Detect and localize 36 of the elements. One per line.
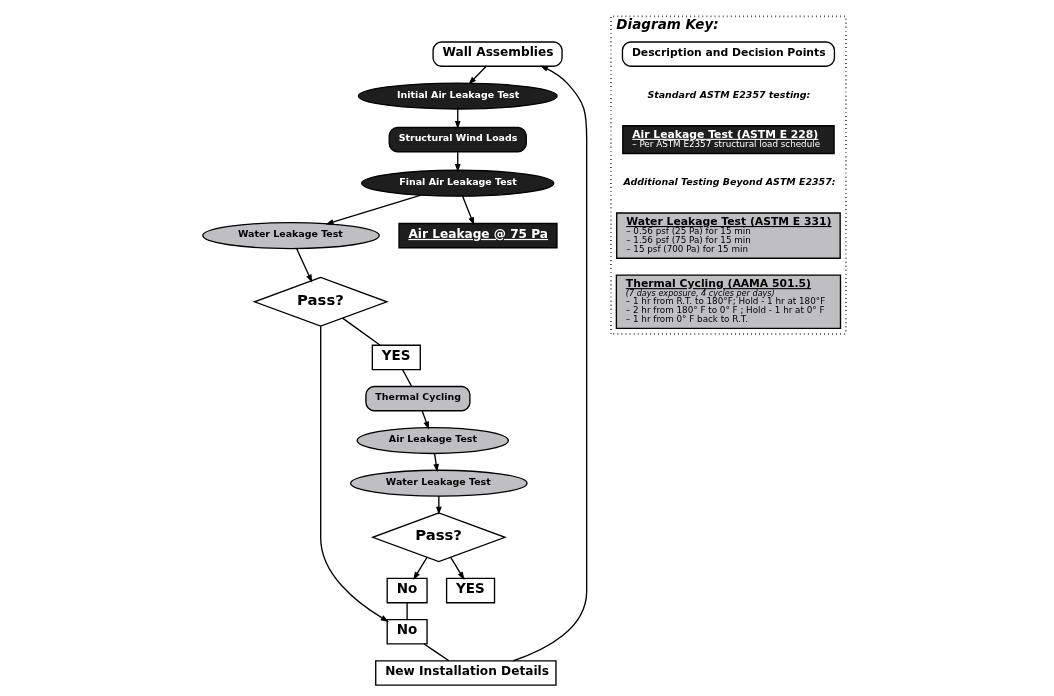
node-diamond: Pass? — [370, 512, 507, 563]
node-box: Thermal Cycling (AAMA 501.5) (7 days exposure, 4 cycles per days) – 1 hr from R.T. to 180°F; Hold - 1 hr at 180°F – 2 hr from 180° F to 0° F ; Hold - 1 hr at 0° F – 1 hr from 0° F back to R.T. — [615, 274, 842, 330]
arrow — [461, 195, 475, 226]
arrow — [325, 194, 422, 225]
node-box: Thermal Cycling — [365, 385, 471, 412]
node-ellipse: Initial Air Leakage Test — [357, 82, 558, 110]
node-box: Structural Wind Loads — [388, 126, 527, 153]
node-box: Air Leakage @ 75 Pa — [398, 222, 558, 249]
node-box: No — [386, 618, 428, 645]
node-box: Description and Decision Points — [621, 41, 836, 67]
label: Standard ASTM E2357 testing: — [647, 88, 811, 100]
arrow — [320, 325, 389, 622]
connector — [423, 643, 450, 662]
arrow — [450, 556, 465, 580]
node-box: YES — [445, 577, 496, 604]
arrow — [436, 495, 442, 515]
arrow — [468, 65, 487, 85]
arrow — [413, 556, 428, 580]
node-ellipse: Water Leakage Test — [350, 469, 528, 497]
node-box: Air Leakage Test (ASTM E 228) – Per ASTM E2357 structural load schedule — [622, 125, 835, 155]
connector — [406, 602, 408, 621]
arrow — [295, 247, 313, 283]
connector — [341, 317, 381, 346]
arrow — [512, 65, 588, 662]
node-box: New Installation Details — [375, 660, 557, 686]
node-ellipse: Air Leakage Test — [356, 426, 509, 455]
arrow — [421, 410, 429, 430]
connector — [401, 368, 413, 387]
node-box: YES — [371, 344, 421, 371]
node-ellipse: Final Air Leakage Test — [361, 169, 555, 197]
label: Additional Testing Beyond ASTM E2357: — [623, 176, 836, 188]
node-ellipse: Water Leakage Test — [202, 222, 380, 250]
arrow — [433, 452, 439, 473]
node-box: No — [386, 577, 428, 604]
node-box: Water Leakage Test (ASTM E 331) – 0.56 psf (25 Pa) for 15 min – 1.56 psf (75 Pa) for 15 min – 15 psf (700 Pa) for 15 min — [616, 212, 841, 259]
node-box: Wall Assemblies — [432, 41, 563, 67]
